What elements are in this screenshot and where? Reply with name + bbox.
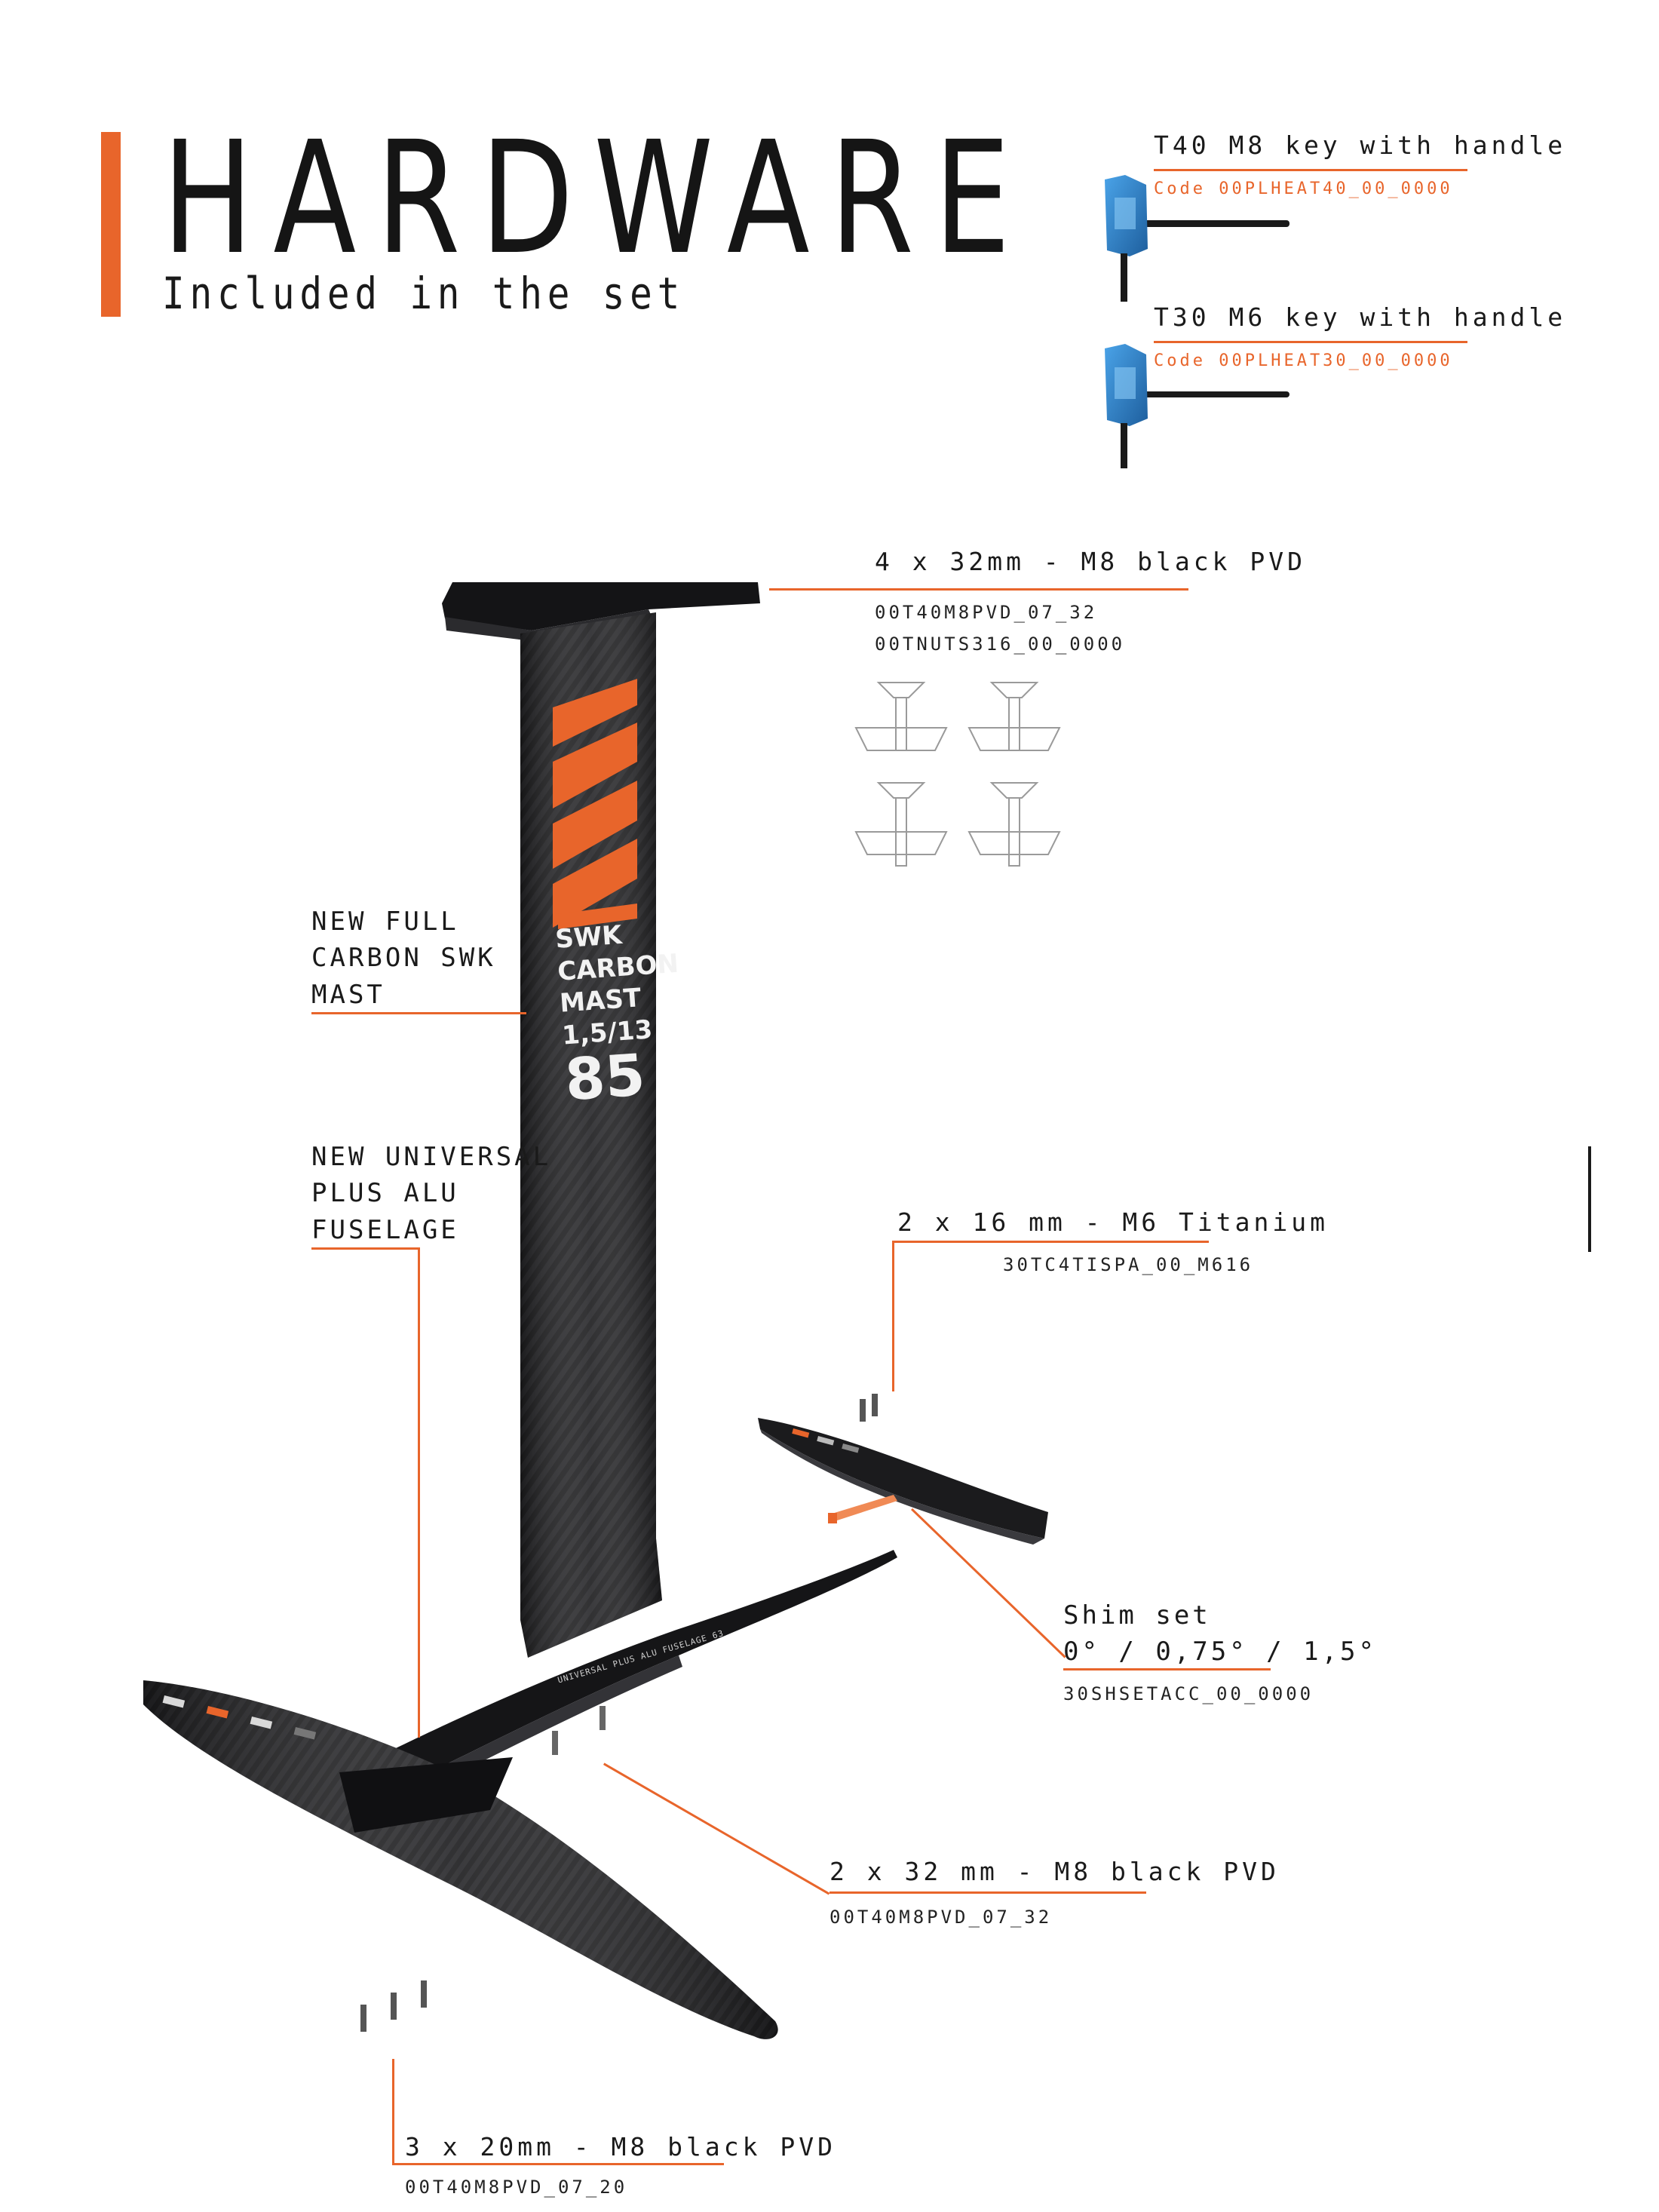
mast-screws-code: 00TNUTS316_00_0000	[875, 634, 1126, 655]
t40-key-code: Code 00PLHEAT40_00_0000	[1154, 179, 1453, 198]
fuselage-label-line: FUSELAGE	[311, 1214, 459, 1245]
bolt-diagram-icon	[854, 682, 948, 751]
wing-screws-leader-v	[392, 2059, 394, 2164]
t40-key-icon	[1105, 175, 1289, 302]
front-wing-illustration	[143, 1680, 778, 2039]
fuselage-leader-v	[418, 1247, 420, 1738]
fuse-screws-label: 2 x 32 mm - M8 black PVD	[830, 1857, 1280, 1886]
fuselage-label: NEW UNIVERSAL PLUS ALU FUSELAGE	[311, 1139, 551, 1248]
t30-key-rule	[1154, 341, 1467, 343]
fuselage-label-line: PLUS ALU	[311, 1178, 459, 1209]
stab-screws-label: 2 x 16 mm - M6 Titanium	[897, 1207, 1329, 1237]
shim-label-line: Shim set	[1063, 1600, 1211, 1631]
mast-print-number: 85	[563, 1041, 648, 1114]
mast-print: SWK CARBON MAST 1,5/13 85	[554, 916, 688, 1114]
mast-screws-leader	[769, 588, 1188, 591]
stab-screws-code: 30TC4TISPA_00_M616	[1003, 1254, 1254, 1275]
t30-key-label: T30 M6 key with handle	[1154, 302, 1567, 332]
mast-leader	[311, 1012, 526, 1014]
wing-screws-label: 3 x 20mm - M8 black PVD	[405, 2132, 836, 2161]
bolt-diagram-icon	[967, 682, 1061, 751]
mast-label-line: MAST	[311, 979, 385, 1010]
stab-screws-leader-h	[892, 1241, 1209, 1243]
bolt-diagram-icon	[967, 782, 1061, 867]
fuse-screws-leader-h	[830, 1891, 1146, 1894]
mast-label-line: CARBON SWK	[311, 943, 496, 974]
fuselage-leader-h	[311, 1247, 419, 1250]
shim-icon	[828, 1495, 897, 1523]
mast-label-line: NEW FULL	[311, 907, 459, 937]
shim-label: Shim set 0° / 0,75° / 1,5°	[1063, 1597, 1377, 1671]
t40-key-rule	[1154, 169, 1467, 171]
t30-key-code: Code 00PLHEAT30_00_0000	[1154, 351, 1453, 370]
stab-screws-leader-v	[892, 1241, 894, 1391]
t30-key-icon	[1105, 344, 1289, 468]
page-title: HARDWARE	[162, 108, 1031, 289]
shim-label-line: 0° / 0,75° / 1,5°	[1063, 1637, 1377, 1667]
shim-code: 30SHSETACC_00_0000	[1063, 1683, 1314, 1704]
mast-screws-label: 4 x 32mm - M8 black PVD	[875, 547, 1306, 576]
fuse-screws-code: 00T40M8PVD_07_32	[830, 1907, 1053, 1928]
bolt-diagrams	[854, 682, 1061, 867]
stabilizer-illustration	[758, 1394, 1048, 1545]
wing-screws-code: 00T40M8PVD_07_20	[405, 2177, 628, 2198]
mast-illustration	[442, 582, 760, 1658]
title-accent-bar	[101, 132, 121, 317]
bolt-diagram-icon	[854, 782, 948, 867]
fuselage-label-line: NEW UNIVERSAL	[311, 1142, 552, 1172]
mast-screws-code: 00T40M8PVD_07_32	[875, 602, 1098, 623]
page-subtitle: Included in the set	[162, 268, 685, 319]
shim-leader-h	[1063, 1668, 1271, 1671]
page-edge-marker	[1588, 1146, 1591, 1252]
wing-screws-leader-h	[392, 2163, 724, 2165]
mast-label: NEW FULL CARBON SWK MAST	[311, 904, 496, 1013]
t40-key-label: T40 M8 key with handle	[1154, 130, 1567, 160]
